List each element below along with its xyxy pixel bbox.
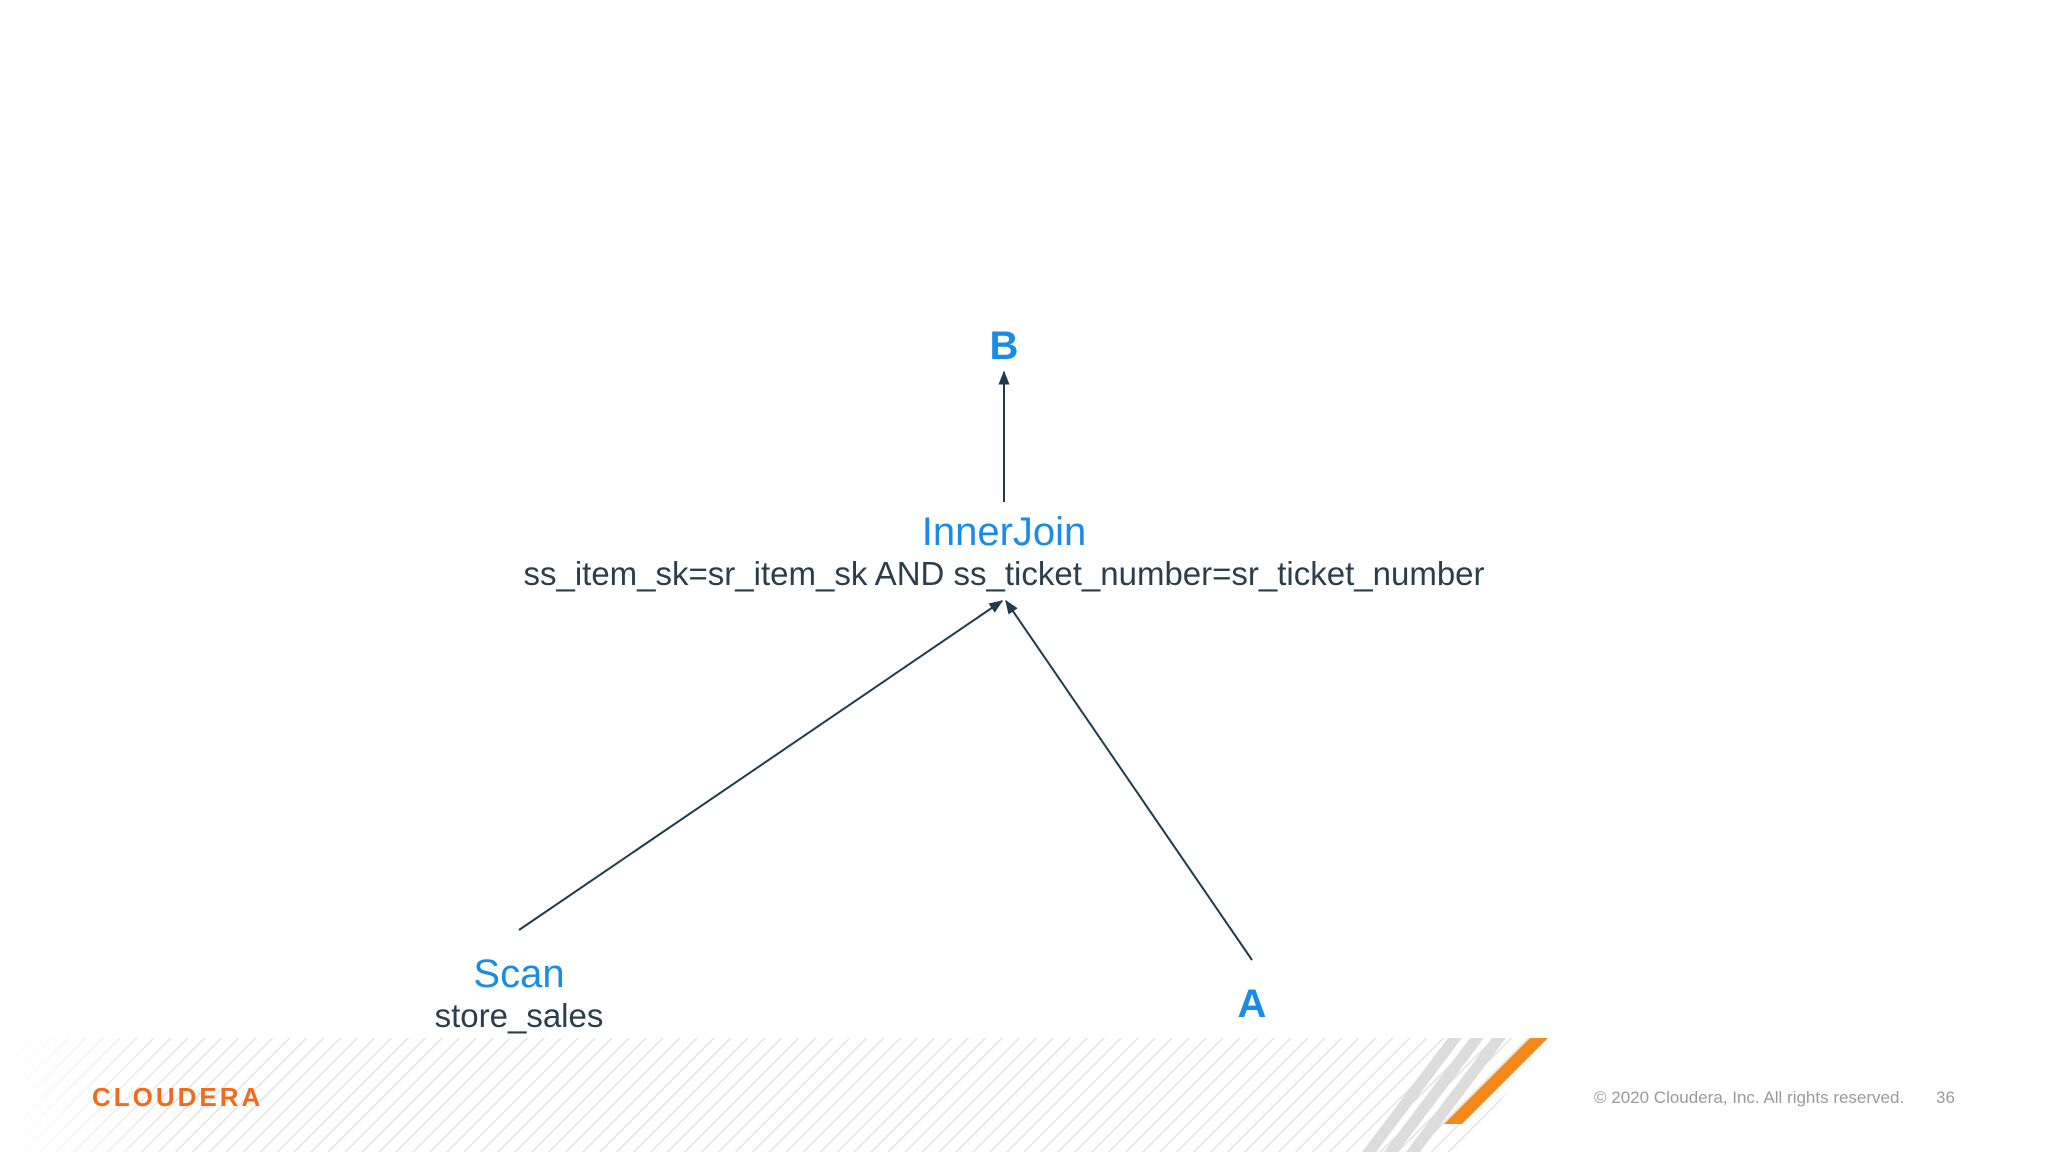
- footer-stripe-band: [0, 1038, 1548, 1152]
- node-a: A: [1237, 982, 1267, 1026]
- scan-table: store_sales: [434, 997, 604, 1034]
- page-number: 36: [1936, 1088, 1955, 1107]
- node-b: B: [989, 324, 1019, 368]
- node-scan: Scan store_sales: [435, 952, 604, 1036]
- edge-a-to-innerjoin: [1005, 599, 1253, 961]
- edge-scan-to-innerjoin: [518, 600, 1004, 931]
- copyright-text: © 2020 Cloudera, Inc. All rights reserve…: [1594, 1088, 1905, 1107]
- footer-bold-stripes: [1362, 1038, 1506, 1152]
- footer-orange-stripe: [1444, 1038, 1548, 1124]
- node-inner-join: InnerJoin ss_item_sk=sr_item_sk AND ss_t…: [523, 510, 1484, 594]
- inner-join-title: InnerJoin: [921, 510, 1087, 554]
- cloudera-logo: CLOUDERA: [92, 1082, 264, 1112]
- inner-join-condition: ss_item_sk=sr_item_sk AND ss_ticket_numb…: [523, 555, 1485, 592]
- scan-title: Scan: [473, 952, 565, 996]
